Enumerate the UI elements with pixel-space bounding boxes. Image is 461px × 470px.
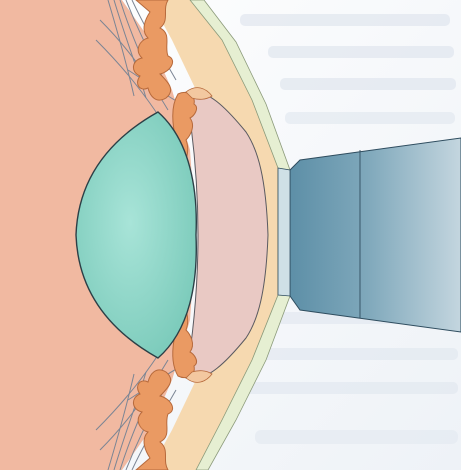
prism-inner-surface: [278, 168, 290, 296]
prism-contact-face: [290, 138, 461, 332]
gonioscopy-prism: [278, 138, 461, 332]
